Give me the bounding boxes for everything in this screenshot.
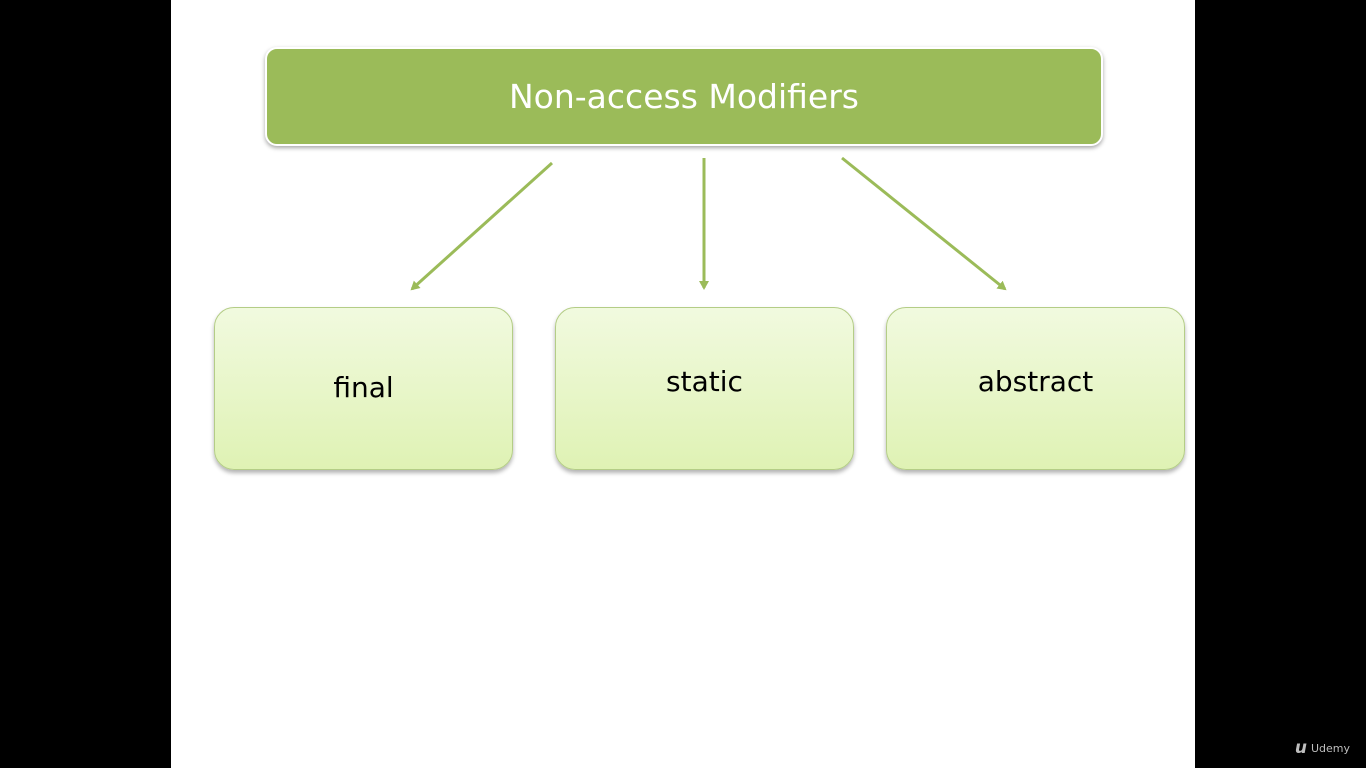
diagram-node-label: final [333,371,394,404]
diagram-node-final: final [214,307,513,470]
watermark-text: Udemy [1310,741,1350,755]
arrow-to-abstract [841,156,1007,291]
diagram-node-label: static [666,365,743,398]
diagram-root-label: Non-access Modifiers [508,77,859,116]
udemy-logo-icon: u [1294,738,1307,758]
arrow-to-final [410,161,554,291]
udemy-watermark: u Udemy [1295,738,1350,758]
diagram-root-node: Non-access Modifiers [265,47,1103,146]
diagram-node-abstract: abstract [886,307,1185,470]
diagram-node-label: abstract [977,365,1094,398]
diagram-node-static: static [555,307,854,470]
